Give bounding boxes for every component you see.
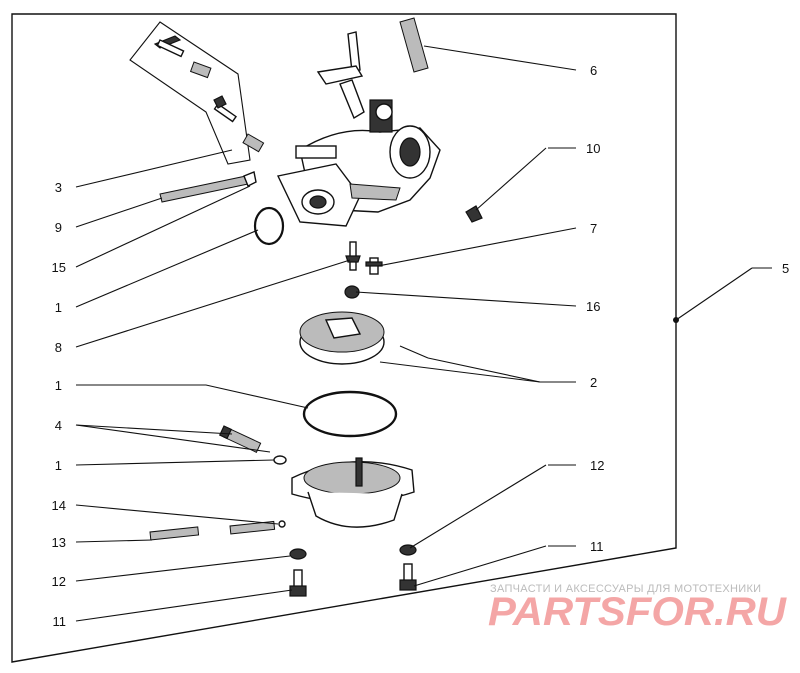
part-4 — [218, 425, 262, 453]
part-11-right — [399, 563, 417, 591]
callout-16: 16 — [586, 299, 600, 314]
part-gasket-1-middle — [302, 390, 398, 438]
part-kit-3 — [129, 21, 265, 165]
callout-13: 13 — [52, 535, 66, 550]
part-2-float — [299, 311, 429, 365]
part-6 — [399, 17, 429, 73]
callout-15: 15 — [52, 260, 66, 275]
callout-1: 1 — [55, 300, 62, 315]
callout-9: 9 — [55, 220, 62, 235]
callout-6: 6 — [590, 63, 597, 78]
part-10 — [465, 205, 483, 223]
part-9 — [159, 175, 249, 203]
diagram-frame — [11, 13, 677, 663]
callout-12: 12 — [52, 574, 66, 589]
callout-4: 4 — [55, 418, 62, 433]
callout-11: 11 — [590, 539, 604, 554]
leader-lines — [75, 45, 772, 622]
part-11-left — [289, 569, 307, 597]
part-13 — [149, 520, 276, 541]
watermark-tagline: ЗАПЧАСТИ И АКСЕССУАРЫ ДЛЯ МОТОТЕХНИКИ — [490, 583, 761, 595]
callout-8: 8 — [55, 340, 62, 355]
part-12-left — [289, 548, 307, 560]
callout-14: 14 — [52, 498, 66, 513]
callout-3: 3 — [55, 180, 62, 195]
part-float-bowl — [291, 457, 415, 528]
callout-1: 1 — [55, 458, 62, 473]
callout-5: 5 — [782, 261, 789, 276]
part-8 — [345, 241, 361, 271]
callout-7: 7 — [590, 221, 597, 236]
part-carburetor-body — [276, 31, 441, 227]
callout-10: 10 — [586, 141, 600, 156]
callout-1: 1 — [55, 378, 62, 393]
watermark-brand: PARTSFOR.RU — [488, 590, 787, 634]
callout-12: 12 — [590, 458, 604, 473]
callout-2: 2 — [590, 375, 597, 390]
part-14 — [278, 520, 286, 528]
part-12-right — [399, 544, 417, 556]
part-o-ring-1-upper — [253, 206, 285, 246]
part-o-ring-1-lower — [273, 455, 287, 465]
callout-11: 11 — [53, 614, 67, 629]
